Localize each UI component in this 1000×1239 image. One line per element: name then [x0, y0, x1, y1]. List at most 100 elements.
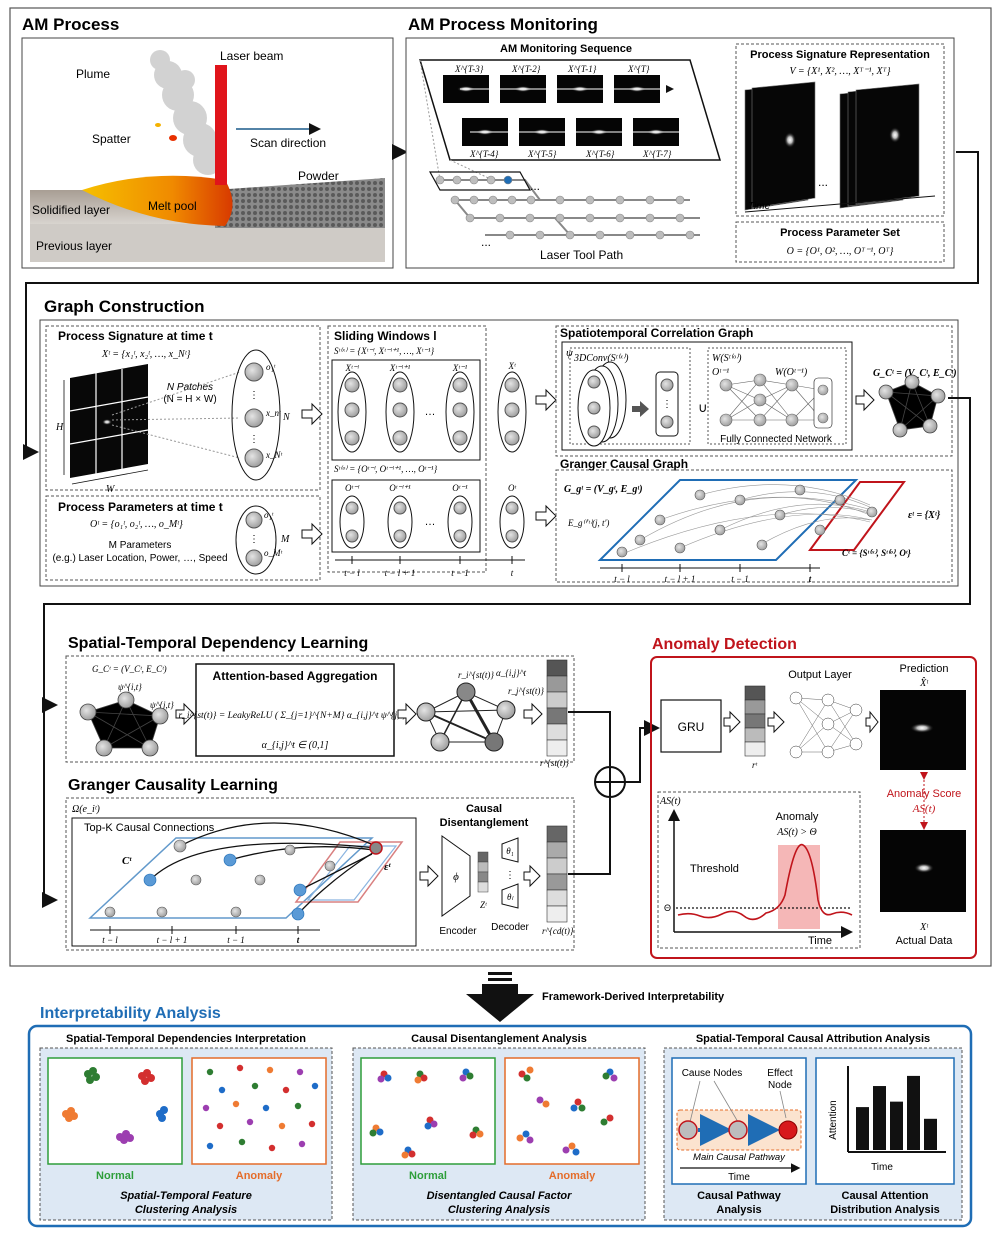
- svg-text:…: …: [425, 516, 436, 528]
- hollow-arrow-8: [523, 702, 543, 726]
- spatter-large: [169, 135, 177, 141]
- gc-label: G_Cᵗ = (V_Cᵗ, E_Cᵗ): [873, 368, 957, 379]
- score-curve: [677, 843, 853, 921]
- svg-text:⋮: ⋮: [249, 390, 259, 401]
- laser-tool-path: [435, 175, 700, 240]
- attention-bar: [873, 1086, 886, 1150]
- m-label: M: [280, 534, 290, 545]
- gcl-time-1: t − l + 1: [157, 935, 188, 945]
- gru-block: [660, 699, 722, 753]
- fcn-label: Fully Connected Network: [720, 434, 833, 445]
- decoder-label: Decoder: [491, 922, 529, 933]
- sequence-plane: [418, 59, 722, 161]
- attention-caption-1: Causal Attention: [842, 1190, 929, 1202]
- frames-bottom: [462, 118, 695, 146]
- frame-label-t7: X^{T-7}: [642, 149, 672, 159]
- win-time-0: t − l: [344, 568, 360, 578]
- hollow-arrow-4: [535, 504, 557, 528]
- w-so-label: W(Sᵗ⁽ᵒ⁾): [712, 353, 742, 364]
- attention-graph: [416, 682, 516, 752]
- granger-graph-box: [555, 469, 953, 583]
- powder-bed: [215, 178, 385, 228]
- hollow-arrow-6: [175, 702, 195, 726]
- p1-anomaly-label: Anomaly: [236, 1170, 283, 1182]
- gcl-time-3: t: [297, 935, 300, 945]
- gcl-eps-label: εᵗ: [384, 861, 392, 873]
- p1-normal-label: Normal: [96, 1170, 134, 1182]
- graph-construction-title: Graph Construction: [44, 297, 205, 316]
- anomaly-region: [778, 845, 820, 929]
- phi-label: ϕ: [453, 871, 459, 883]
- window-sx: Sᵗ⁽ˣ⁾ = {Xᵗ⁻ˡ, Xᵗ⁻ˡ⁺¹, …, Xᵗ⁻¹}: [334, 346, 435, 356]
- p2-normal-clusters: [369, 1068, 484, 1159]
- cause-node-2: [728, 1120, 748, 1140]
- stdl-graph: [79, 691, 169, 757]
- hollow-arrow-12: [767, 710, 785, 734]
- cd-title-2: Disentanglement: [440, 817, 529, 829]
- hollow-arrow-13: [865, 710, 879, 734]
- rcd-label: r^{cd(t)}: [542, 926, 574, 936]
- pnode-label-bot: o_Mᵗ: [264, 548, 282, 558]
- frame-label-t1: X^{T-1}: [567, 64, 597, 74]
- gcg-title: Granger Causal Graph: [560, 457, 688, 471]
- interpretability-arrow: [466, 972, 534, 1022]
- monitoring-panel: AM Process Monitoring AM Monitoring Sequ…: [405, 15, 955, 269]
- gcl-time-2: t − 1: [227, 935, 245, 945]
- frame-label-t5: X^{T-5}: [527, 149, 557, 159]
- p1-anomaly-scatter: [202, 1064, 319, 1152]
- cause-node-1: [678, 1120, 698, 1140]
- framework-frame: [9, 7, 992, 967]
- cd-title-1: Causal: [466, 803, 502, 815]
- gru-label: GRU: [678, 720, 705, 734]
- threshold-label: Threshold: [690, 863, 739, 875]
- p2-anomaly-clusters: [516, 1066, 618, 1156]
- rt-vector: [744, 685, 766, 757]
- win-time-3: t: [511, 568, 514, 578]
- svg-text:…: …: [425, 406, 436, 418]
- actual-data-label: Actual Data: [896, 935, 954, 947]
- conv-stack: ⋮: [577, 361, 679, 447]
- window-x-columns: …: [337, 371, 475, 453]
- svg-text:⋮: ⋮: [249, 534, 259, 545]
- param-line2: (e.g.) Laser Location, Power, …, Speed: [52, 553, 227, 564]
- stdl-gc-label: G_Cᵗ = (V_Cᵗ, E_Cᵗ): [92, 664, 167, 674]
- param-set-title: Process Parameter Set: [780, 227, 900, 239]
- ot-label: Oᵗ: [508, 483, 516, 493]
- gcl-c-label: Cᵗ: [122, 855, 132, 867]
- pathway-time-label: Time: [728, 1172, 750, 1183]
- plume-label: Plume: [76, 67, 110, 81]
- flow-to-anomaly: [625, 720, 660, 783]
- sequence-title: AM Monitoring Sequence: [500, 43, 632, 55]
- cause-nodes-label: Cause Nodes: [682, 1068, 743, 1079]
- attention-axis-label: Attention: [828, 1100, 839, 1139]
- window-title: Sliding Windows l: [334, 329, 437, 343]
- score-label-1: Anomaly Score: [887, 788, 962, 800]
- cause-plane: [597, 479, 859, 561]
- spatter-small: [155, 123, 161, 127]
- frame-label-t4: X^{T-4}: [469, 149, 499, 159]
- stdl-panel: Spatial-Temporal Dependency Learning G_C…: [65, 635, 575, 768]
- attention-bar: [907, 1075, 920, 1150]
- alpha-label: α_{i,j}^t: [496, 668, 526, 678]
- win-x-label-2: Xᵗ⁻¹: [452, 363, 468, 373]
- signature-ellipsis: ...: [818, 175, 828, 189]
- flow-rcd: [568, 798, 611, 875]
- tool-path-ellipsis: ...: [530, 179, 540, 193]
- gcl-cause-plane: [88, 837, 374, 919]
- node-label-top: o₁ᵗ: [266, 362, 276, 372]
- p2-normal-label: Normal: [409, 1170, 447, 1182]
- param-line1: M Parameters: [109, 540, 172, 551]
- svg-text:⋮: ⋮: [249, 434, 259, 445]
- gg-label: G_gᵗ = (V_gᵗ, E_gᵗ): [564, 484, 643, 495]
- gcg-time-0: t − l: [614, 574, 630, 584]
- laser-beam: [215, 65, 227, 185]
- p3-title: Spatial-Temporal Causal Attribution Anal…: [696, 1033, 930, 1045]
- interp-title: Interpretability Analysis: [40, 1005, 221, 1022]
- effect-label-1: Effect: [767, 1068, 793, 1079]
- win-time-2: t − 1: [451, 568, 469, 578]
- gcl-panel: Granger Causality Learning Ω(e_iᵗ) Top-K…: [65, 777, 575, 951]
- main-pathway-label: Main Causal Pathway: [693, 1152, 786, 1163]
- xhat-label: X̂ᵗ: [919, 676, 929, 689]
- pathway-caption-2: Analysis: [716, 1204, 761, 1216]
